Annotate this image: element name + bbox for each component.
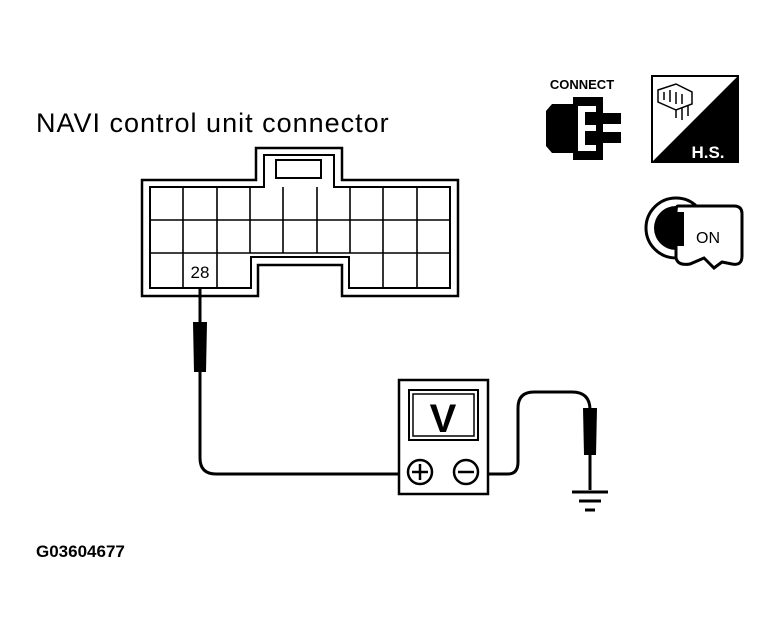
minus-terminal-icon	[452, 458, 480, 486]
ground-icon	[572, 490, 608, 512]
voltmeter-display: V	[430, 397, 457, 441]
figure-id: G03604677	[36, 542, 125, 561]
pin-28-label: 28	[191, 263, 210, 282]
hs-label: H.S.	[691, 143, 724, 162]
connector-cavities	[150, 187, 450, 288]
positive-lead	[193, 288, 400, 476]
harness-side-icon	[651, 75, 739, 163]
connect-label: CONNECT	[550, 77, 614, 92]
connector	[140, 146, 460, 298]
ignition-on-label: ON	[696, 230, 720, 247]
plus-terminal-icon	[406, 458, 434, 486]
negative-lead	[488, 390, 597, 490]
connect-icon	[546, 97, 621, 160]
connector-title: NAVI control unit connector	[36, 108, 390, 138]
ignition-key-icon	[644, 196, 744, 270]
